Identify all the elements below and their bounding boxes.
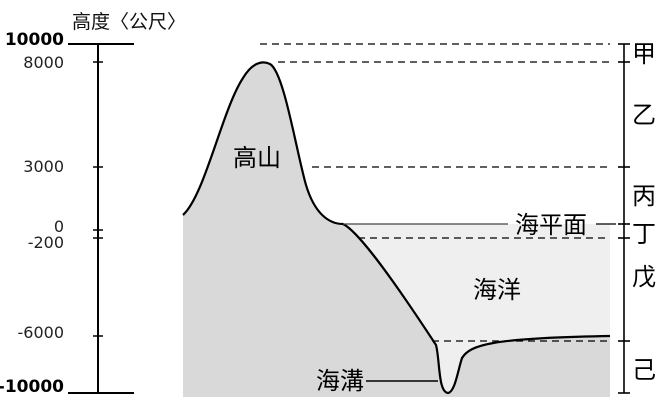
- sea-level-label: 海平面: [515, 211, 587, 239]
- zone-bracket: [618, 43, 630, 394]
- tick-label-minus6000: -6000: [18, 323, 65, 342]
- mountain-label: 高山: [233, 144, 281, 172]
- tick-label-minus10000: -10000: [0, 377, 64, 397]
- zone-label-bing: 丙: [632, 182, 656, 210]
- tick-label-minus200: -200: [28, 233, 64, 252]
- ocean-label: 海洋: [473, 276, 521, 304]
- zone-label-yi: 乙: [632, 101, 656, 129]
- trench-label: 海溝: [316, 367, 364, 395]
- tick-label-3000: 3000: [23, 157, 64, 176]
- zone-label-jia: 甲: [632, 40, 656, 68]
- zone-label-ding: 丁: [632, 220, 656, 248]
- tick-label-0: 0: [54, 217, 64, 236]
- axis-title: 高度〈公尺〉: [72, 11, 186, 33]
- reference-lines: [260, 43, 610, 342]
- tick-label-10000: 10000: [5, 30, 64, 50]
- zone-label-wu: 戊: [632, 263, 656, 291]
- altitude-axis: 高度〈公尺〉 10000 8000 3000 0 -200 -6000 -100…: [0, 11, 186, 397]
- tick-label-8000: 8000: [23, 53, 64, 72]
- land-area: [183, 62, 610, 397]
- zone-label-ji: 己: [632, 356, 656, 384]
